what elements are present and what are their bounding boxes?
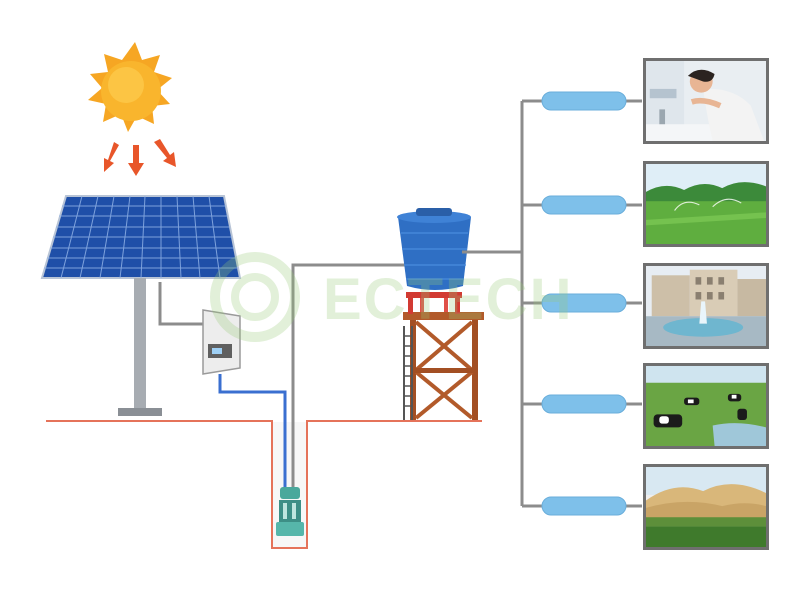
person-washing-face-photo	[643, 58, 769, 144]
power-cable	[218, 374, 287, 490]
water-pipe	[291, 263, 460, 490]
panel-wire	[158, 282, 205, 326]
pump-controller-icon	[202, 309, 241, 375]
outlet-pill	[541, 195, 627, 215]
ground-line	[46, 420, 482, 549]
cows-grazing-photo	[643, 363, 769, 449]
water-tank-icon	[397, 208, 471, 290]
outlet-pills	[541, 91, 627, 516]
submersible-pump-icon	[276, 487, 304, 536]
outlet-pill	[541, 394, 627, 414]
outlet-pill	[541, 293, 627, 313]
sunlight-arrows-icon	[104, 139, 176, 176]
field-sprinkler-photo	[643, 161, 769, 247]
sun-icon	[88, 42, 172, 132]
tank-tower-icon	[403, 292, 484, 420]
outlet-pill	[541, 496, 627, 516]
outlet-pill	[541, 91, 627, 111]
solar-panel-icon	[40, 195, 242, 279]
city-fountain-photo	[643, 263, 769, 349]
panel-pole	[118, 278, 162, 416]
desert-farmland-photo	[643, 464, 769, 550]
